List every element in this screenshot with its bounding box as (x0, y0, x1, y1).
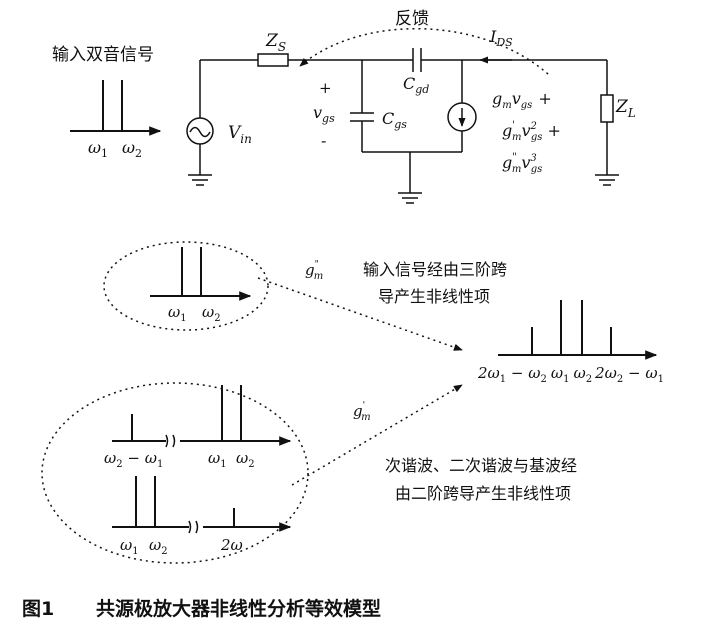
zl-label: ZL (615, 97, 636, 120)
diff-w1-label: ω1 (208, 449, 227, 470)
vin-label: Vin (228, 123, 252, 146)
vgs-label: vgs (313, 103, 335, 125)
figure-title: 共源极放大器非线性分析等效模型 (96, 597, 381, 620)
ellipse-spectrum-top: ω1 ω2 (150, 247, 252, 324)
gm2-label: g"m (305, 260, 323, 282)
vin-source: Vin (186, 60, 252, 186)
vgs-minus: - (321, 131, 326, 150)
third-order-ellipse (103, 241, 269, 331)
input-spectrum: ω1 ω2 (70, 80, 162, 160)
zl-resistor: ZL (595, 60, 636, 186)
third-order-text-1: 输入信号经由三阶跨 (363, 260, 507, 279)
two-omega-label: 2ω (220, 536, 243, 554)
top-w2-label: ω2 (202, 303, 221, 324)
ellipse-spectrum-harmonic: ω1 ω2 2ω (112, 476, 292, 557)
diff-w2-label: ω2 (236, 449, 255, 470)
ids-label: IDS (489, 27, 513, 49)
second-order-text-1: 次谐波、二次谐波与基波经 (385, 456, 577, 475)
zs-label: ZS (265, 31, 286, 54)
diff-label: ω2 − ω1 (104, 449, 163, 470)
harm-w2-label: ω2 (149, 536, 168, 557)
cgd-label: Cgd (403, 74, 429, 96)
term-gm-vgs: gmvgs+ (492, 89, 552, 111)
gm1-label: g'm (353, 401, 371, 423)
input-title: 输入双音信号 (52, 45, 154, 65)
source-ground (362, 151, 462, 204)
third-order-arrow (257, 277, 463, 351)
circuit: 输入双音信号 ω1 ω2 Vin ZS (52, 9, 636, 204)
zs-resistor: ZS (200, 31, 413, 67)
harm-w1-label: ω1 (120, 536, 139, 557)
feedback-arrow (299, 27, 549, 75)
vgs-polarity: + vgs - (313, 79, 335, 150)
ellipse-spectrum-diff: ω2 − ω1 ω1 ω2 (104, 385, 292, 470)
cgs-label: Cgs (382, 109, 407, 131)
feedback-label: 反馈 (395, 9, 429, 29)
cgs-capacitor: Cgs (350, 60, 407, 152)
input-w2-label: ω2 (122, 138, 142, 160)
figure-number: 图1 (22, 598, 54, 620)
top-w1-label: ω1 (168, 303, 187, 324)
current-source (447, 60, 477, 152)
input-w1-label: ω1 (88, 138, 108, 160)
vgs-plus: + (319, 79, 332, 97)
cgd-capacitor: Cgd (403, 48, 607, 96)
second-order-ellipse (41, 382, 309, 564)
second-order-text-2: 由二阶跨导产生非线性项 (395, 484, 571, 503)
third-order-text-2: 导产生非线性项 (378, 287, 490, 306)
